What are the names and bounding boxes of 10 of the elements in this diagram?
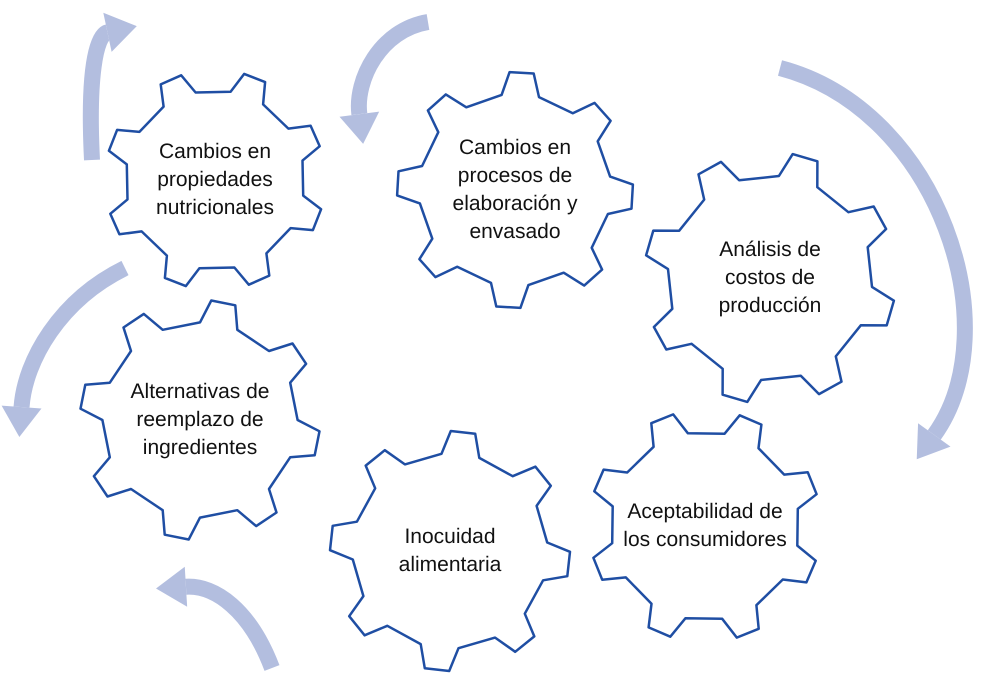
gear-label: Alternativas de reemplazo de ingredientes	[130, 379, 270, 461]
gear-label: Inocuidad alimentaria	[398, 524, 502, 578]
gear-label: Análisis de costos de producción	[718, 237, 822, 319]
gear-shape	[328, 429, 572, 673]
gear-shape	[395, 70, 635, 310]
gear-label: Aceptabilidad de los consumidores	[622, 499, 788, 553]
gear-shape	[642, 150, 898, 406]
gear-shape	[78, 298, 322, 542]
gear-label: Cambios en propiedades nutricionales	[155, 139, 275, 221]
gear-label: Cambios en procesos de elaboración y envasado	[452, 135, 578, 245]
